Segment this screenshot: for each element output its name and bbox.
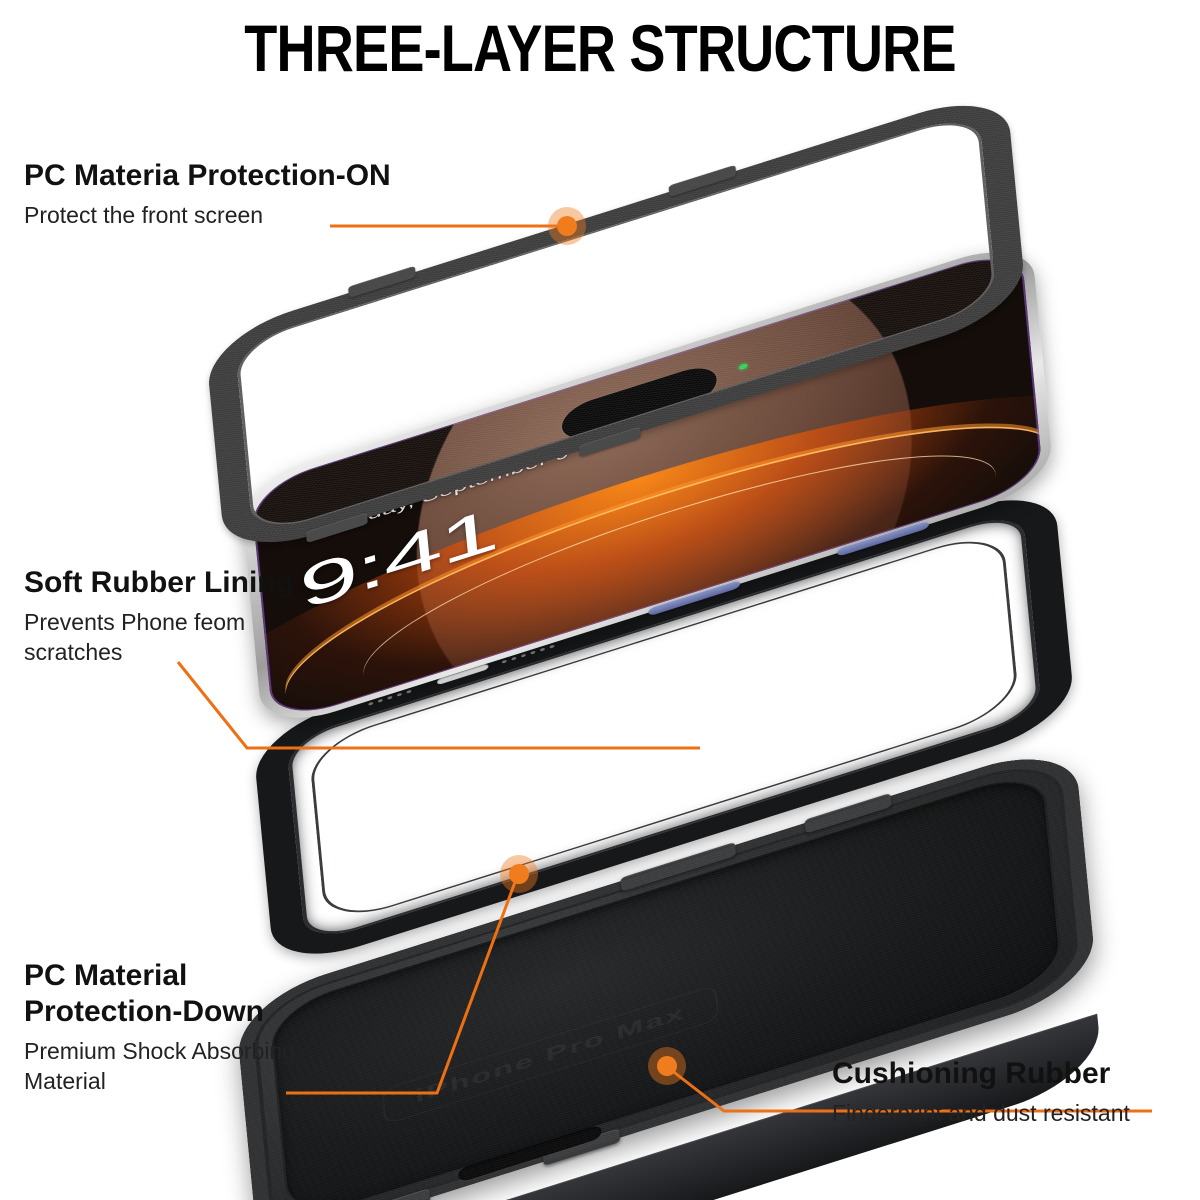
callout-subtext: Prevents Phone feom scratches — [24, 609, 246, 665]
callout-heading: Soft Rubber Lining — [24, 566, 294, 599]
callout-dot-cushioning-rubber — [657, 1056, 677, 1076]
callout-soft-rubber-lining: Soft Rubber Lining Prevents Phone feom s… — [24, 565, 354, 667]
callout-cushioning-rubber: Cushioning Rubber Fingerprint and dust r… — [832, 1056, 1192, 1128]
callout-pc-protection-down: PC Material Protection-Down Premium Shoc… — [24, 958, 374, 1096]
callout-pc-protection-on: PC Materia Protection-ON Protect the fro… — [24, 158, 494, 230]
callout-dot-pc-protection-on — [557, 216, 577, 236]
callout-dot-pc-protection-down — [509, 864, 529, 884]
page-title: THREE-LAYER STRUCTURE — [244, 11, 956, 85]
callout-subtext: Premium Shock Absorbing Material — [24, 1038, 296, 1094]
callout-subtext: Protect the front screen — [24, 202, 264, 228]
callout-subtext: Fingerprint and dust resistant — [832, 1100, 1130, 1126]
callout-heading: Cushioning Rubber — [832, 1057, 1111, 1090]
callout-heading: PC Material Protection-Down — [24, 959, 264, 1028]
callout-heading: PC Materia Protection-ON — [24, 159, 391, 192]
